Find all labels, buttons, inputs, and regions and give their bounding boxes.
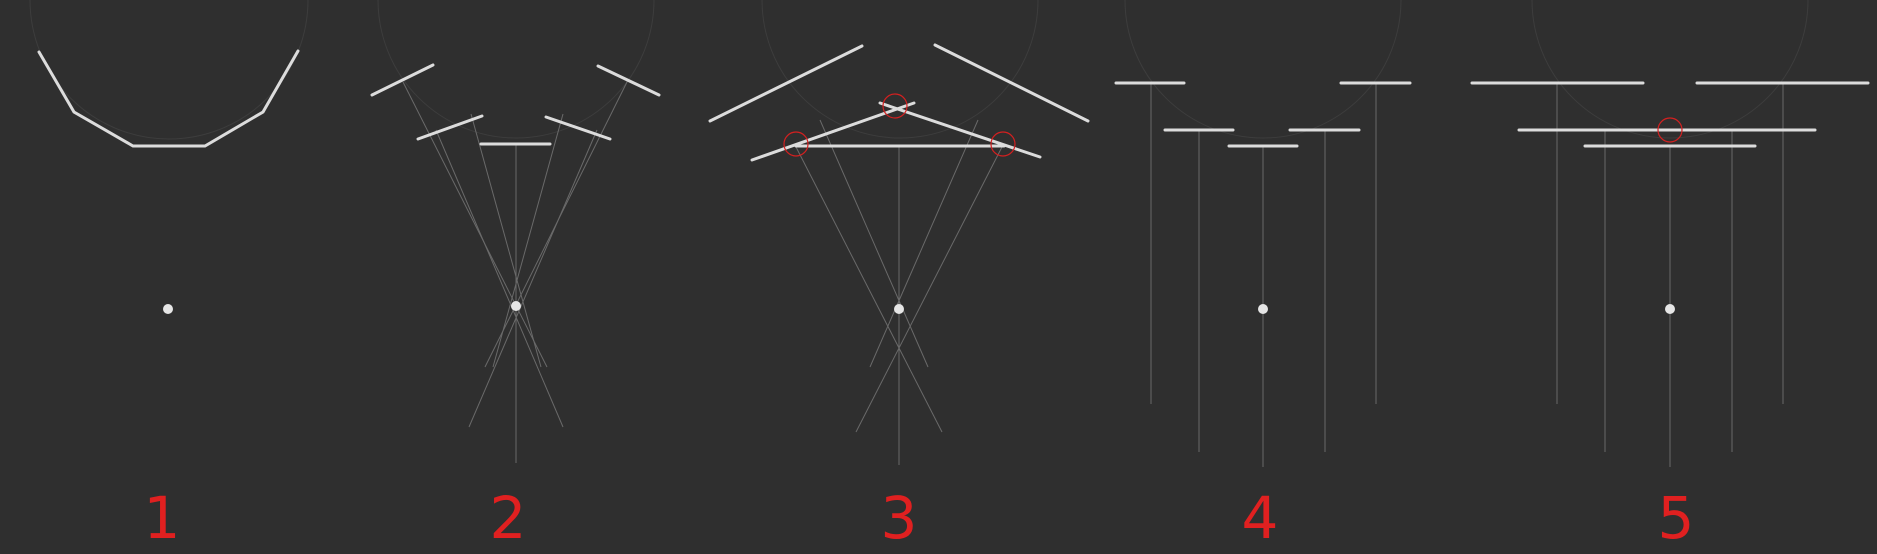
mirror-segment: [750, 101, 916, 162]
guide-arc: [1531, 0, 1809, 139]
intersection-marker: [882, 93, 908, 119]
guide-arc: [1124, 0, 1402, 139]
guide-arc: [761, 0, 1039, 139]
mirror-segment: [708, 44, 864, 123]
mirror-segment: [933, 43, 1090, 123]
projection-ray: [819, 119, 929, 368]
mirror-segment: [416, 114, 484, 141]
projection-ray: [855, 144, 1004, 433]
panel-1: 1: [29, 0, 309, 552]
projection-ray: [794, 144, 943, 433]
projection-ray: [492, 113, 564, 368]
mirror-segment: [544, 115, 612, 141]
projection-ray: [484, 79, 629, 368]
panel-4: 4: [1114, 0, 1412, 552]
panel-5: 5: [1470, 0, 1870, 552]
pivot-point: [511, 301, 521, 311]
pivot-point: [1258, 304, 1268, 314]
projection-ray: [869, 119, 979, 368]
mirror-segment: [370, 63, 435, 97]
panel-number: 1: [144, 484, 181, 552]
panel-3: 3: [708, 0, 1090, 552]
panel-number: 3: [881, 484, 918, 552]
panel-number: 2: [490, 484, 527, 552]
intersection-marker: [783, 131, 809, 157]
guide-arc: [377, 0, 655, 139]
projection-ray: [470, 113, 542, 368]
pivot-point: [894, 304, 904, 314]
intersection-marker: [990, 131, 1016, 157]
pivot-point: [163, 304, 173, 314]
projection-ray: [468, 129, 598, 428]
projection-ray: [402, 81, 548, 368]
mirror-segment: [878, 101, 1042, 159]
projection-ray: [435, 129, 564, 428]
pivot-point: [1665, 304, 1675, 314]
mirror-segment: [596, 64, 661, 97]
panel-number: 5: [1658, 484, 1695, 552]
guide-arc: [29, 0, 309, 140]
intersection-marker: [1657, 117, 1683, 143]
curved-chain: [37, 49, 300, 148]
panel-number: 4: [1242, 484, 1279, 552]
panel-2: 2: [370, 0, 661, 552]
